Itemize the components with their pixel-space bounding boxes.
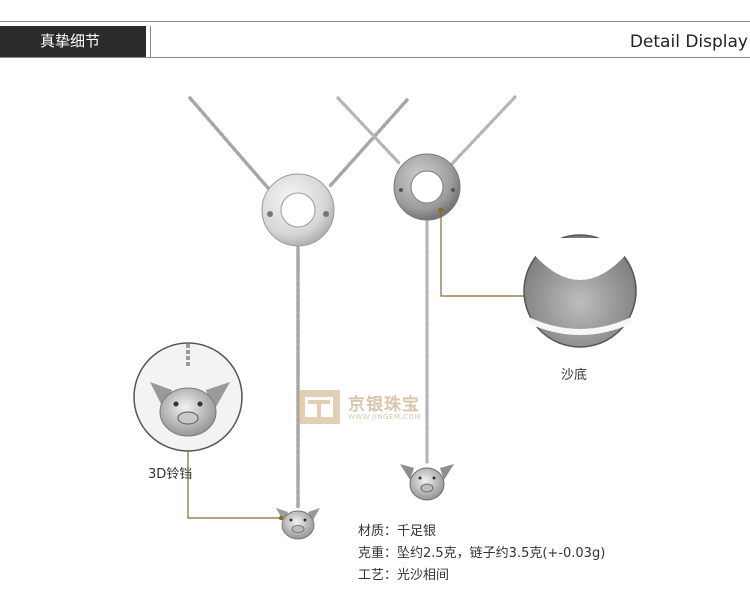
spec-craft: 工艺：光沙相间 [358,568,450,583]
spec-material: 材质：千足银 [358,524,437,539]
watermark-brand: 京银珠宝 [348,395,420,415]
pig-bell-icon [400,464,454,501]
header-bottom-line [0,57,750,58]
right-chain [336,95,517,464]
brand-watermark: 京银珠宝 WWW.JINGEM.COM [296,388,446,428]
left-chain [188,96,409,510]
bell-zoom-callout [133,342,243,452]
sand-label: 沙底 [561,368,588,383]
pig-bell-icon [276,508,320,540]
ring-pendant-icon [261,173,335,247]
section-title-english: Detail Display [629,32,748,52]
callout-lines [187,210,524,519]
bell-label: 3D铃铛 [148,467,193,482]
brand-logo-icon [298,390,340,424]
spec-weight: 克重：坠约2.5克，链子约3.5克(+-0.03g) [358,546,606,561]
header-separator [150,26,151,57]
sand-zoom-callout [523,234,637,348]
ring-pendant-icon [393,153,461,221]
header-top-line [0,21,750,22]
watermark-url: WWW.JINGEM.COM [348,413,422,421]
section-tab: 真挚细节 [0,26,146,57]
